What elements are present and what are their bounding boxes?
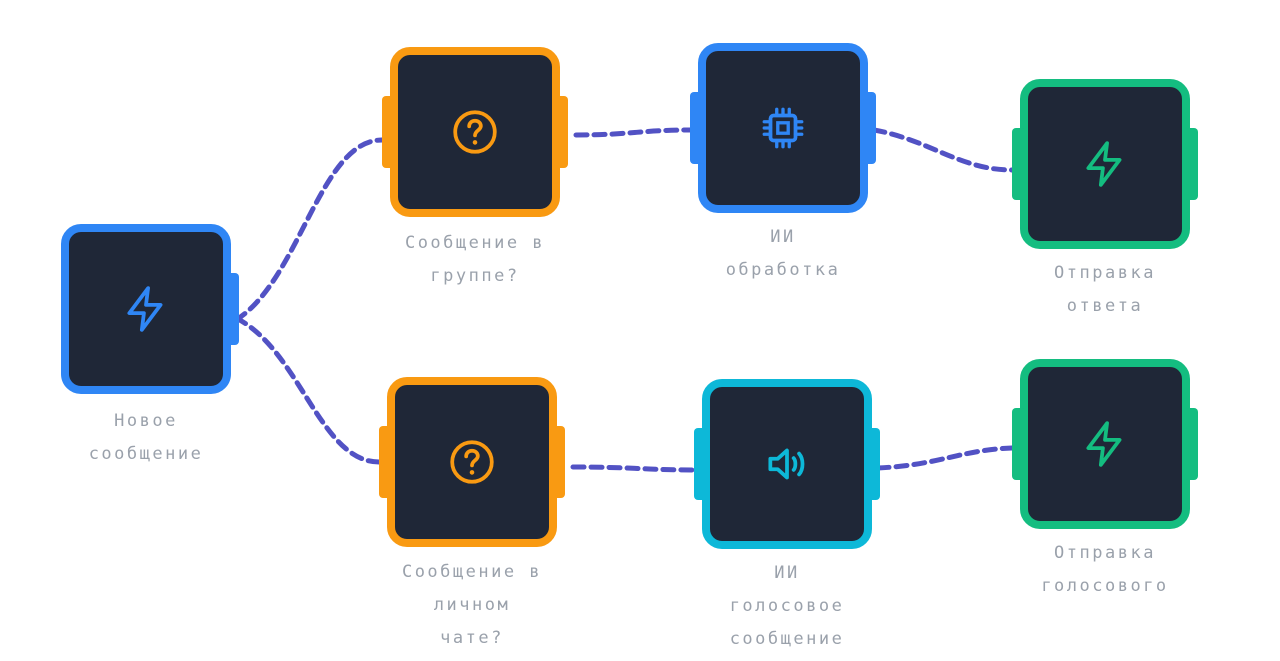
question-icon <box>453 110 497 154</box>
node-send-reply[interactable] <box>1012 79 1198 249</box>
node-new-message[interactable] <box>61 224 239 394</box>
input-port[interactable] <box>694 428 708 500</box>
cpu-chip-icon <box>762 107 804 149</box>
output-port[interactable] <box>551 426 565 498</box>
node-private-chat-check[interactable] <box>379 377 565 547</box>
output-port[interactable] <box>554 96 568 168</box>
lightning-icon <box>1086 141 1122 187</box>
output-port[interactable] <box>225 273 239 345</box>
input-port[interactable] <box>690 92 704 164</box>
node-label-new-message: Новое сообщение <box>88 411 204 464</box>
output-port[interactable] <box>862 92 876 164</box>
node-label-ai-processing: ИИ обработка <box>725 227 841 280</box>
node-group-message-check[interactable] <box>382 47 568 217</box>
speaker-icon <box>768 448 805 480</box>
output-port[interactable] <box>1184 128 1198 200</box>
question-icon <box>450 440 494 484</box>
node-ai-processing[interactable] <box>690 43 876 213</box>
edge-private-check-to-ai-voice[interactable] <box>570 464 697 473</box>
node-label-group-message-check: Сообщение в группе? <box>404 233 546 286</box>
lightning-icon <box>127 286 163 332</box>
node-ai-voice-message[interactable] <box>694 379 880 549</box>
input-port[interactable] <box>382 96 396 168</box>
input-port[interactable] <box>1012 408 1026 480</box>
edge-new-message-to-group-check[interactable] <box>233 137 385 323</box>
node-label-send-voice: Отправка голосового <box>1041 543 1169 596</box>
output-port[interactable] <box>866 428 880 500</box>
input-port[interactable] <box>379 426 393 498</box>
edge-new-message-to-private-check[interactable] <box>233 315 382 465</box>
node-send-voice[interactable] <box>1012 359 1198 529</box>
node-label-ai-voice-message: ИИ голосовое сообщение <box>729 563 845 649</box>
node-label-private-chat-check: Сообщение в личном чате? <box>401 562 543 648</box>
edge-group-check-to-ai-processing[interactable] <box>573 127 693 138</box>
lightning-icon <box>1086 421 1122 467</box>
edge-ai-voice-to-send-voice[interactable] <box>875 445 1015 471</box>
node-label-send-reply: Отправка ответа <box>1054 263 1156 316</box>
input-port[interactable] <box>1012 128 1026 200</box>
output-port[interactable] <box>1184 408 1198 480</box>
edge-ai-processing-to-send-reply[interactable] <box>871 127 1015 173</box>
